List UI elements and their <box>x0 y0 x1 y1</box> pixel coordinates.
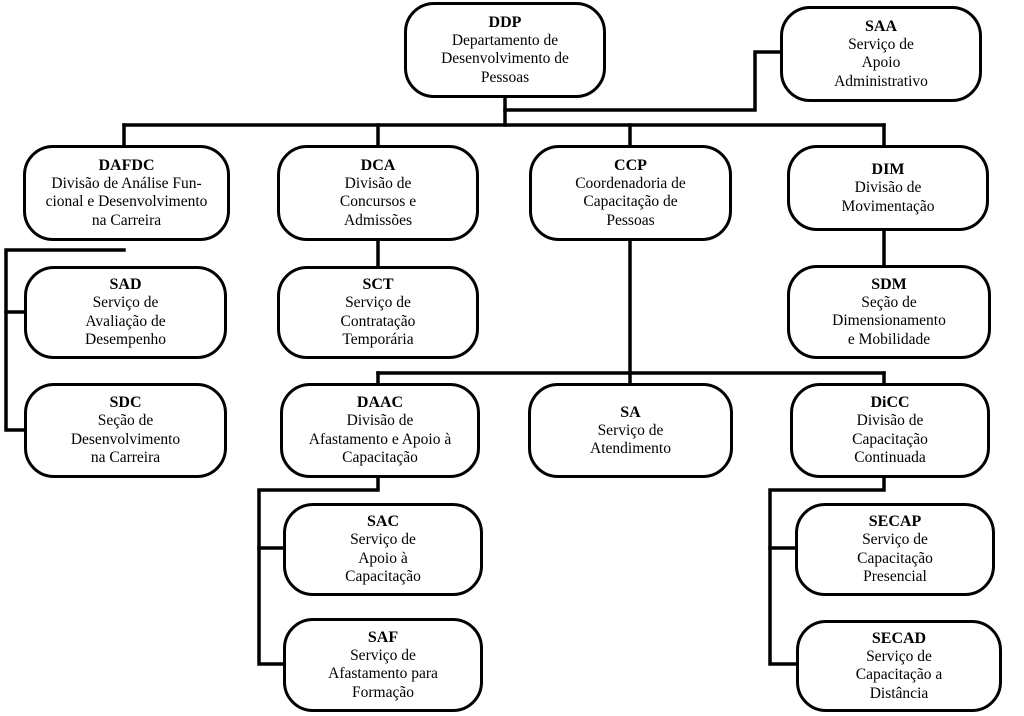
unit-code: DAAC <box>356 394 404 412</box>
unit-code: SECAP <box>868 513 922 531</box>
connector-dicc-children <box>768 476 886 666</box>
connector-saa <box>503 50 783 112</box>
unit-name: Serviço de Afastamento para Formação <box>328 646 438 701</box>
unit-code: SDM <box>871 275 907 293</box>
unit-name: Serviço de Capacitação Presencial <box>857 531 933 586</box>
unit-name: Serviço de Atendimento <box>590 421 671 458</box>
unit-code: SA <box>620 403 641 421</box>
unit-dim: DIM Divisão de Movimentação <box>787 145 989 231</box>
connector-dafdc-children <box>4 248 126 432</box>
unit-name: Seção de Dimensionamento e Mobilidade <box>832 293 946 348</box>
unit-code: SAA <box>864 17 897 35</box>
unit-code: DiCC <box>870 394 910 412</box>
unit-ddp: DDP Departamento de Desenvolvimento de P… <box>404 2 606 98</box>
unit-secap: SECAP Serviço de Capacitação Presencial <box>795 503 995 596</box>
unit-saa: SAA Serviço de Apoio Administrativo <box>780 6 982 102</box>
unit-dafdc: DAFDC Divisão de Análise Fun- cional e D… <box>23 145 230 241</box>
unit-name: Serviço de Avaliação de Desempenho <box>85 294 166 349</box>
unit-sad: SAD Serviço de Avaliação de Desempenho <box>24 266 227 359</box>
unit-sdc: SDC Seção de Desenvolvimento na Carreira <box>24 383 227 478</box>
unit-code: DIM <box>871 161 905 178</box>
unit-name: Departamento de Desenvolvimento de Pesso… <box>441 31 569 86</box>
unit-code: SAD <box>109 276 142 294</box>
unit-saf: SAF Serviço de Afastamento para Formação <box>283 618 483 712</box>
unit-code: SDC <box>109 394 142 412</box>
unit-code: SCT <box>362 276 394 294</box>
unit-sct: SCT Serviço de Contratação Temporária <box>277 266 479 359</box>
unit-sdm: SDM Seção de Dimensionamento e Mobilidad… <box>787 265 991 359</box>
unit-ccp: CCP Coordenadoria de Capacitação de Pess… <box>529 145 732 241</box>
unit-name: Seção de Desenvolvimento na Carreira <box>70 412 181 467</box>
unit-name: Serviço de Capacitação a Distância <box>855 647 943 702</box>
unit-name: Divisão de Análise Fun- cional e Desenvo… <box>45 174 208 229</box>
unit-secad: SECAD Serviço de Capacitação a Distância <box>796 620 1002 712</box>
unit-name: Divisão de Afastamento e Apoio à Capacit… <box>308 412 452 467</box>
unit-code: DAFDC <box>98 156 155 174</box>
unit-code: CCP <box>614 156 647 174</box>
unit-code: SAF <box>367 628 399 646</box>
unit-code: DDP <box>488 13 522 31</box>
unit-name: Serviço de Contratação Temporária <box>340 294 416 349</box>
unit-daac: DAAC Divisão de Afastamento e Apoio à Ca… <box>280 383 480 478</box>
unit-code: SECAD <box>871 629 927 647</box>
unit-name: Divisão de Concursos e Admissões <box>339 174 417 229</box>
unit-name: Coordenadoria de Capacitação de Pessoas <box>575 174 686 229</box>
unit-dicc: DiCC Divisão de Capacitação Continuada <box>790 383 990 478</box>
unit-code: DCA <box>360 156 396 174</box>
unit-name: Serviço de Apoio Administrativo <box>834 35 928 90</box>
unit-dca: DCA Divisão de Concursos e Admissões <box>277 145 479 241</box>
unit-name: Serviço de Apoio à Capacitação <box>345 531 421 586</box>
connector-daac-children <box>257 476 380 666</box>
unit-sa: SA Serviço de Atendimento <box>528 383 733 478</box>
unit-name: Divisão de Capacitação Continuada <box>852 412 928 467</box>
unit-code: SAC <box>366 513 399 531</box>
unit-sac: SAC Serviço de Apoio à Capacitação <box>283 503 483 596</box>
unit-name: Divisão de Movimentação <box>841 179 935 215</box>
